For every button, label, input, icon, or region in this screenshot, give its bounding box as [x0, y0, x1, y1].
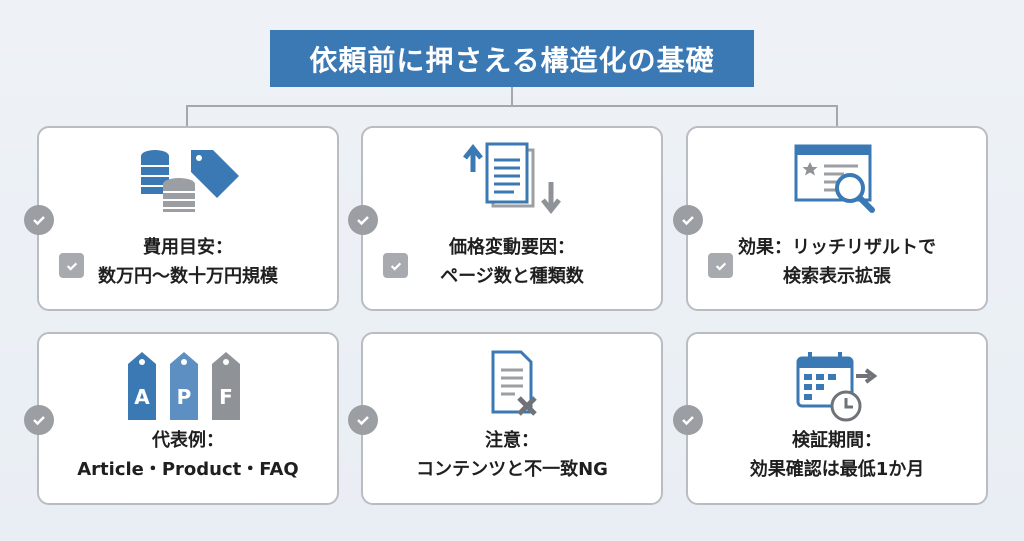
card-detail: 数万円〜数十万円規模 — [98, 266, 278, 287]
card-price-factors: 価格変動要因： ページ数と種類数 — [348, 126, 663, 311]
connector — [186, 105, 188, 127]
page-title: 依頼前に押さえる構造化の基礎 — [270, 30, 754, 87]
checkbox-icon — [59, 253, 84, 278]
card-heading: 費用目安： — [143, 237, 233, 258]
checkbox-icon — [383, 253, 408, 278]
check-circle-icon — [24, 405, 54, 435]
card-heading: 検証期間： — [792, 430, 882, 451]
connector — [511, 87, 513, 107]
check-circle-icon — [348, 405, 378, 435]
coins-tag-icon — [141, 150, 239, 212]
card-heading: 代表例： — [152, 430, 224, 451]
card-effect: 効果：リッチリザルトで検索表示拡張 — [673, 126, 988, 311]
card-detail: ページ数と種類数 — [440, 266, 584, 287]
connector — [186, 105, 838, 107]
connector — [836, 105, 838, 127]
card-detail: 検索表示拡張 — [783, 266, 891, 287]
card-heading: 注意： — [485, 430, 539, 451]
card-heading: 効果：リッチリザルトで — [738, 237, 936, 258]
card-detail: Article・Product・FAQ — [77, 459, 299, 480]
card-verification: 検証期間： 効果確認は最低1か月 — [673, 332, 988, 505]
document-x-icon — [491, 350, 537, 416]
tag-label: F — [219, 385, 233, 409]
tags-icon: A P F — [128, 352, 240, 420]
documents-up-down-icon — [463, 142, 561, 215]
check-circle-icon — [673, 405, 703, 435]
check-circle-icon — [24, 205, 54, 235]
card-heading: 価格変動要因： — [449, 237, 575, 258]
card-detail: コンテンツと不一致NG — [416, 459, 608, 480]
tag-label: A — [134, 385, 150, 409]
card-examples: A P F 代表例： Article・Product・FAQ — [24, 332, 339, 505]
check-circle-icon — [673, 205, 703, 235]
card-cost: 費用目安： 数万円〜数十万円規模 — [24, 126, 339, 311]
card-detail: 効果確認は最低1か月 — [749, 459, 925, 480]
card-caution: 注意： コンテンツと不一致NG — [348, 332, 663, 505]
check-circle-icon — [348, 205, 378, 235]
calendar-clock-icon — [796, 352, 878, 422]
browser-search-icon — [794, 144, 875, 213]
checkbox-icon — [708, 253, 733, 278]
tag-label: P — [177, 385, 192, 409]
